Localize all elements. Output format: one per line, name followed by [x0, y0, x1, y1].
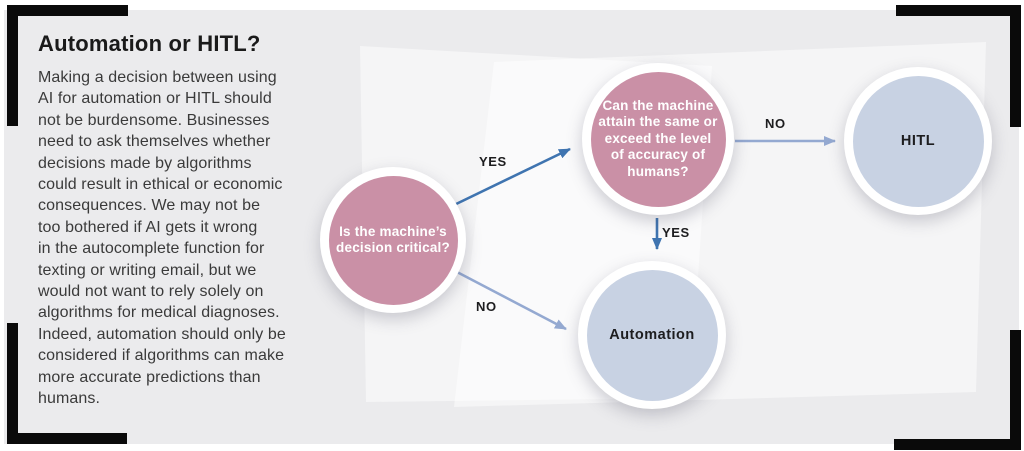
corner-bracket-bottom-left — [7, 323, 127, 444]
page-title: Automation or HITL? — [38, 31, 261, 56]
flow-node-label: Is the machine’s decision critical? — [336, 223, 450, 256]
edge-label-yes-q1-q2: YES — [479, 154, 507, 169]
corner-bracket-top-left — [7, 5, 128, 126]
flow-node-machine-accuracy: Can the machine attain the same or excee… — [582, 63, 734, 215]
edge-label-no-q1-automation: NO — [476, 299, 497, 314]
article-paragraph: Making a decision between using AI for a… — [38, 69, 286, 408]
article-text-column: Automation or HITL? Making a decision be… — [38, 30, 330, 410]
flow-node-label: HITL — [900, 133, 936, 149]
corner-bracket-top-right — [896, 5, 1021, 127]
question-circle: Can the machine attain the same or excee… — [590, 71, 726, 207]
question-circle: Is the machine’s decision critical? — [328, 175, 458, 305]
flow-node-hitl: HITL — [844, 67, 992, 215]
outcome-circle: HITL — [852, 75, 984, 207]
corner-bracket-bottom-right — [894, 330, 1021, 450]
edge-label-no-q2-hitl: NO — [765, 116, 786, 131]
flow-node-automation: Automation — [578, 261, 726, 409]
flow-node-label: Can the machine attain the same or excee… — [598, 97, 718, 179]
edge-label-yes-q2-automation: YES — [662, 225, 690, 240]
flow-node-decision-critical: Is the machine’s decision critical? — [320, 167, 466, 313]
outcome-circle: Automation — [586, 269, 718, 401]
flow-node-label: Automation — [609, 327, 695, 343]
